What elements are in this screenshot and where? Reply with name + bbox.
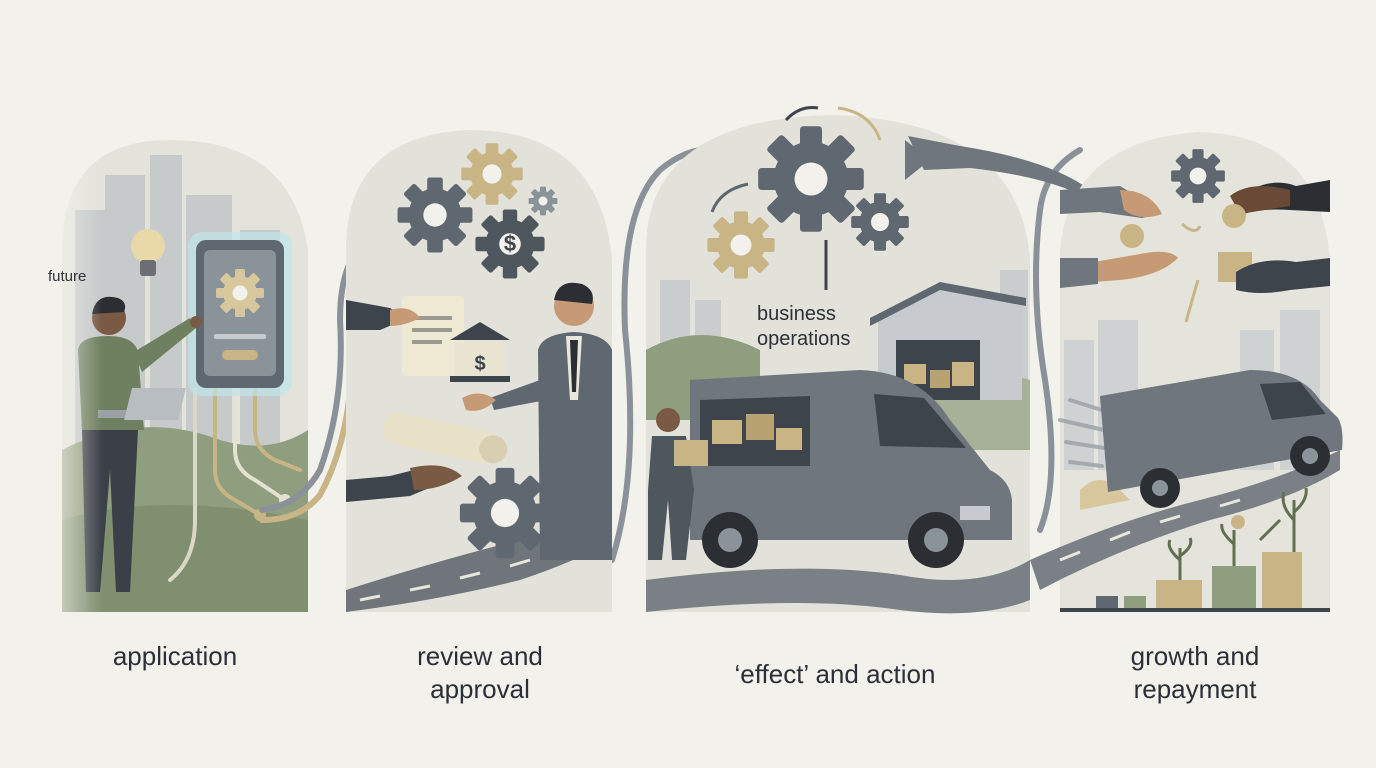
stage-caption-review: review and approval <box>417 641 543 704</box>
box-icon <box>674 440 708 466</box>
svg-text:$: $ <box>474 353 485 375</box>
arrow-ribbon <box>905 136 1100 206</box>
van-icon <box>690 370 1012 568</box>
svg-text:$: $ <box>504 231 516 256</box>
stage-caption-application: application <box>112 641 238 671</box>
gear-icon <box>216 269 264 317</box>
lightbulb-icon <box>131 229 165 276</box>
person-worker <box>648 408 708 560</box>
van-icon <box>1100 370 1343 508</box>
coin-icon <box>1222 204 1246 228</box>
panel-growth <box>1030 132 1343 612</box>
warehouse-icon <box>870 282 1026 400</box>
gear-icon <box>1171 149 1225 203</box>
scroll-icon <box>382 412 508 464</box>
stage-caption-growth: growth and repayment <box>1130 641 1260 704</box>
panel-effect <box>646 106 1030 614</box>
arrow-icon <box>1181 222 1202 323</box>
gear-icon <box>397 177 473 253</box>
arrow-icon <box>710 106 882 290</box>
coin-icon <box>1120 224 1144 248</box>
laptop-icon <box>124 388 186 420</box>
bank-icon: $ <box>450 322 510 382</box>
gear-icon <box>528 186 558 216</box>
plant-icon <box>1060 487 1330 612</box>
gear-icon <box>459 467 551 559</box>
panel-application <box>62 140 308 612</box>
gear-icon <box>851 193 909 251</box>
business-operations-label: business operations <box>757 303 851 350</box>
person-businessman <box>462 282 612 560</box>
gear-icon <box>461 143 523 205</box>
gear-icon <box>707 211 775 279</box>
stage-caption-effect: ‘effect’ and action <box>734 659 936 689</box>
gear-icon <box>758 126 864 232</box>
panel-review: $ $ <box>346 130 612 612</box>
future-label: future <box>48 268 87 285</box>
